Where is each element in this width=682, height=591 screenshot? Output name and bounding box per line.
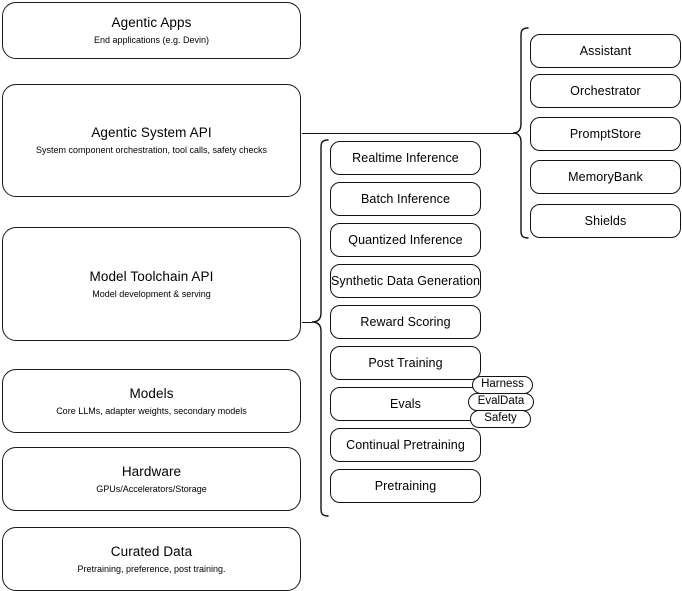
toolchain-chip-post-training[interactable]: Post Training	[330, 346, 481, 380]
chip-label: Batch Inference	[360, 192, 451, 206]
toolchain-chip-batch-inference[interactable]: Batch Inference	[330, 182, 481, 216]
toolchain-chip-realtime-inference[interactable]: Realtime Inference	[330, 141, 481, 175]
layer-subtitle: Pretraining, preference, post training.	[77, 563, 226, 574]
chip-label: Continual Pretraining	[346, 438, 465, 452]
connector-system-api-line	[302, 133, 514, 135]
layer-title: Hardware	[121, 463, 182, 479]
toolchain-chip-reward-scoring[interactable]: Reward Scoring	[330, 305, 481, 339]
chip-label: Post Training	[368, 356, 443, 370]
chip-label: Evals	[389, 397, 422, 411]
layer-hardware[interactable]: Hardware GPUs/Accelerators/Storage	[2, 447, 301, 511]
layer-models[interactable]: Models Core LLMs, adapter weights, secon…	[2, 369, 301, 433]
chip-label: Realtime Inference	[352, 151, 459, 165]
evals-pill-evaldata[interactable]: EvalData	[468, 393, 534, 411]
layer-model-toolchain-api[interactable]: Model Toolchain API Model development & …	[2, 227, 301, 341]
layer-subtitle: Model development & serving	[92, 288, 211, 299]
chip-label: PromptStore	[569, 127, 642, 141]
layer-subtitle: End applications (e.g. Devin)	[93, 35, 210, 45]
layer-agentic-system-api[interactable]: Agentic System API System component orch…	[2, 84, 301, 197]
chip-label: MemoryBank	[568, 170, 643, 184]
layer-title: Models	[129, 385, 174, 401]
layer-title: Curated Data	[110, 543, 193, 559]
layer-subtitle: Core LLMs, adapter weights, secondary mo…	[56, 405, 247, 416]
chip-label: Assistant	[579, 44, 632, 58]
chip-label: Orchestrator	[570, 84, 641, 98]
toolchain-chip-continual-pretraining[interactable]: Continual Pretraining	[330, 428, 481, 462]
system-chip-memorybank[interactable]: MemoryBank	[530, 160, 681, 194]
layer-title: Agentic System API	[91, 125, 212, 140]
evals-pill-harness[interactable]: Harness	[472, 376, 533, 394]
bracket-toolchain-components	[306, 138, 330, 520]
toolchain-chip-evals[interactable]: Evals	[330, 387, 481, 421]
layer-subtitle: System component orchestration, tool cal…	[35, 145, 268, 155]
layer-title: Model Toolchain API	[89, 268, 214, 284]
layer-title: Agentic Apps	[111, 15, 192, 30]
layer-agentic-apps[interactable]: Agentic Apps End applications (e.g. Devi…	[2, 2, 301, 59]
toolchain-chip-synthetic-data-generation[interactable]: Synthetic Data Generation	[330, 264, 481, 298]
chip-label: Shields	[584, 214, 627, 228]
system-chip-shields[interactable]: Shields	[530, 204, 681, 238]
toolchain-chip-pretraining[interactable]: Pretraining	[330, 469, 481, 503]
chip-label: Reward Scoring	[360, 315, 451, 329]
chip-label: Synthetic Data Generation	[330, 274, 481, 288]
connector-toolchain-api-line	[302, 322, 312, 324]
chip-label: Quantized Inference	[348, 233, 463, 247]
toolchain-chip-quantized-inference[interactable]: Quantized Inference	[330, 223, 481, 257]
system-chip-promptstore[interactable]: PromptStore	[530, 117, 681, 151]
chip-label: Pretraining	[374, 479, 437, 493]
system-chip-orchestrator[interactable]: Orchestrator	[530, 74, 681, 108]
system-chip-assistant[interactable]: Assistant	[530, 34, 681, 68]
layer-curated-data[interactable]: Curated Data Pretraining, preference, po…	[2, 527, 301, 591]
layer-subtitle: GPUs/Accelerators/Storage	[96, 483, 207, 494]
evals-pill-safety[interactable]: Safety	[470, 410, 531, 428]
